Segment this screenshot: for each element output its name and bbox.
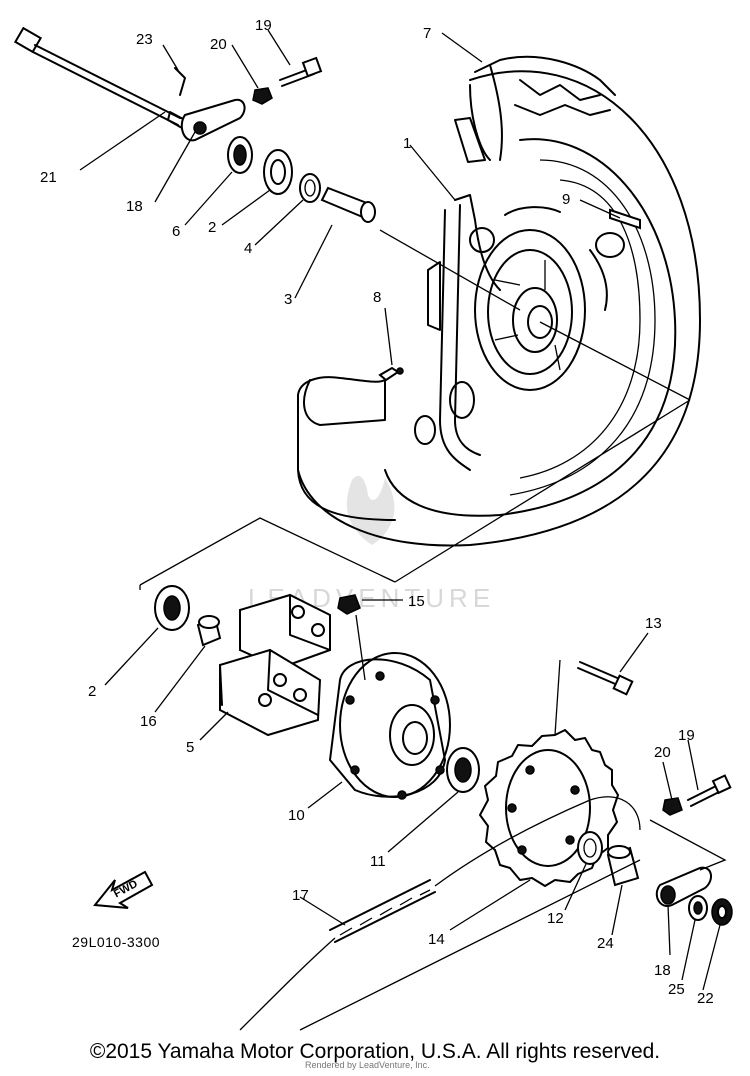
callout-22: 22 xyxy=(697,990,714,1007)
callout-6: 6 xyxy=(172,223,180,240)
callout-13: 13 xyxy=(645,615,662,632)
callout-2-lower: 2 xyxy=(88,683,96,700)
copyright-text: ©2015 Yamaha Motor Corporation, U.S.A. A… xyxy=(89,1040,661,1063)
callout-3: 3 xyxy=(284,291,292,308)
callout-24: 24 xyxy=(597,935,614,952)
callouts: 23 20 19 7 21 18 6 2 4 3 1 9 8 15 13 2 1… xyxy=(40,17,714,1007)
rendered-by-text: Rendered by LeadVenture, Inc. xyxy=(305,1060,430,1070)
callout-11: 11 xyxy=(370,853,386,870)
callout-14: 14 xyxy=(428,931,445,948)
callout-9: 9 xyxy=(562,191,570,208)
callout-10: 10 xyxy=(288,807,305,824)
callout-20: 20 xyxy=(210,36,227,53)
callout-16: 16 xyxy=(140,713,157,730)
callout-2: 2 xyxy=(208,219,216,236)
callout-19: 19 xyxy=(255,17,272,34)
callout-1: 1 xyxy=(403,135,411,152)
callout-8: 8 xyxy=(373,289,381,306)
callout-15: 15 xyxy=(408,593,425,610)
callout-19-lower: 19 xyxy=(678,727,695,744)
axle-parts-top xyxy=(13,26,376,223)
leader-lines xyxy=(79,29,721,991)
callout-4: 4 xyxy=(244,240,252,257)
callout-7: 7 xyxy=(423,25,431,42)
callout-5: 5 xyxy=(186,739,194,756)
callout-23: 23 xyxy=(136,31,153,48)
callout-21: 21 xyxy=(40,169,57,186)
callout-25: 25 xyxy=(668,981,685,998)
callout-17: 17 xyxy=(292,887,309,904)
callout-18-lower: 18 xyxy=(654,962,671,979)
part-number: 29L010-3300 xyxy=(72,934,160,950)
drive-assembly: FWD xyxy=(93,585,733,1031)
wheel-assembly xyxy=(139,55,701,590)
callout-20-lower: 20 xyxy=(654,744,671,761)
callout-12: 12 xyxy=(547,910,564,927)
callout-18: 18 xyxy=(126,198,143,215)
